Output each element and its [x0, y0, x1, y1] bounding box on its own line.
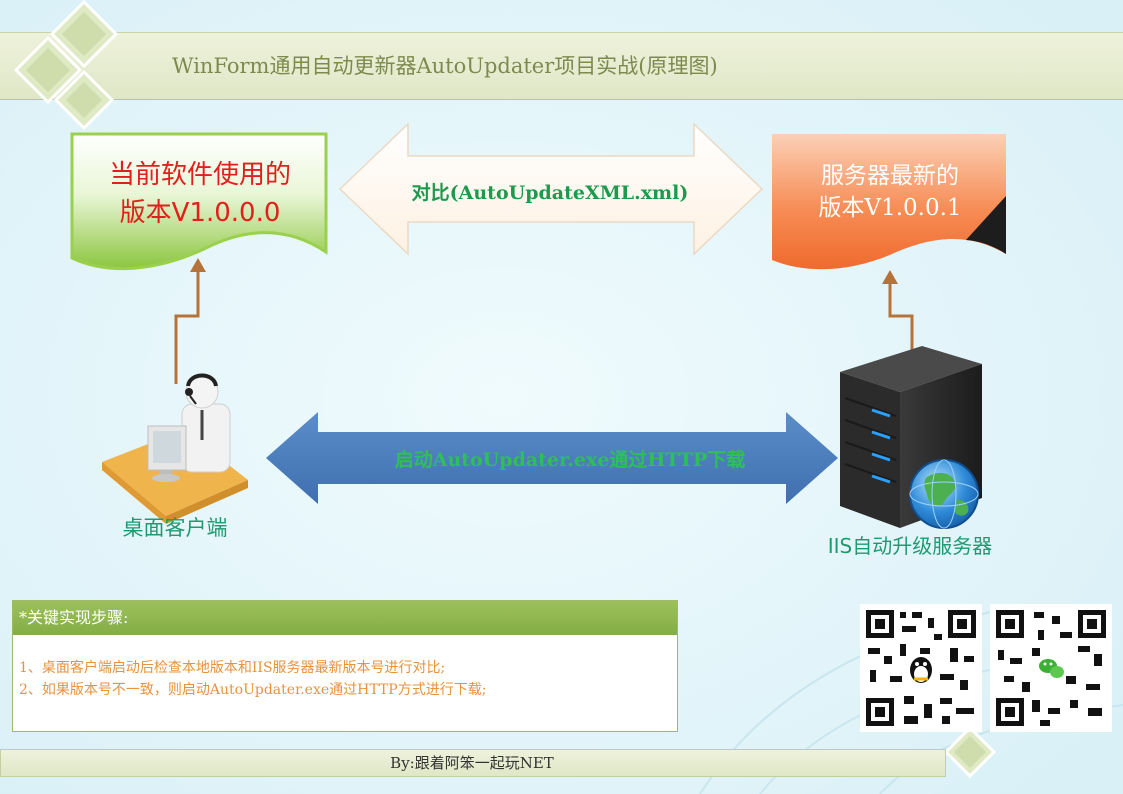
decorative-diamonds-bottom: [943, 725, 997, 779]
server-label: IIS自动升级服务器: [827, 534, 993, 558]
server-version-line2: 版本V1.0.0.1: [818, 195, 962, 221]
title-bar: [0, 32, 1123, 100]
operator-headset-icon: [102, 373, 248, 524]
footer-author: By:跟着阿笨一起玩NET: [390, 754, 554, 772]
server-version-doc-text: 服务器最新的 版本V1.0.0.1: [772, 160, 1008, 224]
key-step-1: 1、桌面客户端启动后检查本地版本和IIS服务器最新版本号进行对比;: [19, 660, 446, 676]
server-version-document: [772, 134, 1006, 270]
server-to-doc-connector: [888, 282, 914, 350]
qr-code-right: [990, 604, 1112, 732]
current-version-document: [70, 132, 328, 271]
qq-penguin-icon: [910, 657, 932, 683]
download-arrow-label: 启动AutoUpdater.exe通过HTTP下载: [394, 449, 746, 471]
server-connector-arrowhead: [882, 270, 898, 284]
current-version-doc-text: 当前软件使用的 版本V1.0.0.0: [80, 156, 320, 232]
download-arrow: [266, 412, 838, 504]
client-connector-arrowhead: [190, 258, 206, 272]
qr-code-left: [860, 604, 982, 732]
wechat-icon: [1038, 656, 1064, 680]
key-step-2: 2、如果版本号不一致，则启动AutoUpdater.exe通过HTTP方式进行下…: [19, 682, 487, 698]
current-version-line1: 当前软件使用的: [108, 160, 291, 190]
client-label: 桌面客户端: [122, 516, 228, 540]
client-to-doc-connector: [174, 270, 200, 384]
server-version-line1: 服务器最新的: [821, 163, 959, 189]
key-steps-panel: *关键实现步骤: 1、桌面客户端启动后检查本地版本和IIS服务器最新版本号进行对…: [12, 600, 678, 732]
current-version-line2: 版本V1.0.0.0: [119, 198, 281, 228]
compare-arrow-label: 对比(AutoUpdateXML.xml): [411, 182, 689, 204]
key-steps-heading: *关键实现步骤:: [13, 601, 677, 635]
globe-icon: [909, 459, 979, 529]
footer-bar: [0, 749, 946, 777]
compare-arrow: [338, 122, 764, 256]
decorative-diamonds-top: [13, 0, 119, 130]
page-title: WinForm通用自动更新器AutoUpdater项目实战(原理图): [172, 54, 718, 78]
server-document-corner: [966, 196, 1006, 254]
